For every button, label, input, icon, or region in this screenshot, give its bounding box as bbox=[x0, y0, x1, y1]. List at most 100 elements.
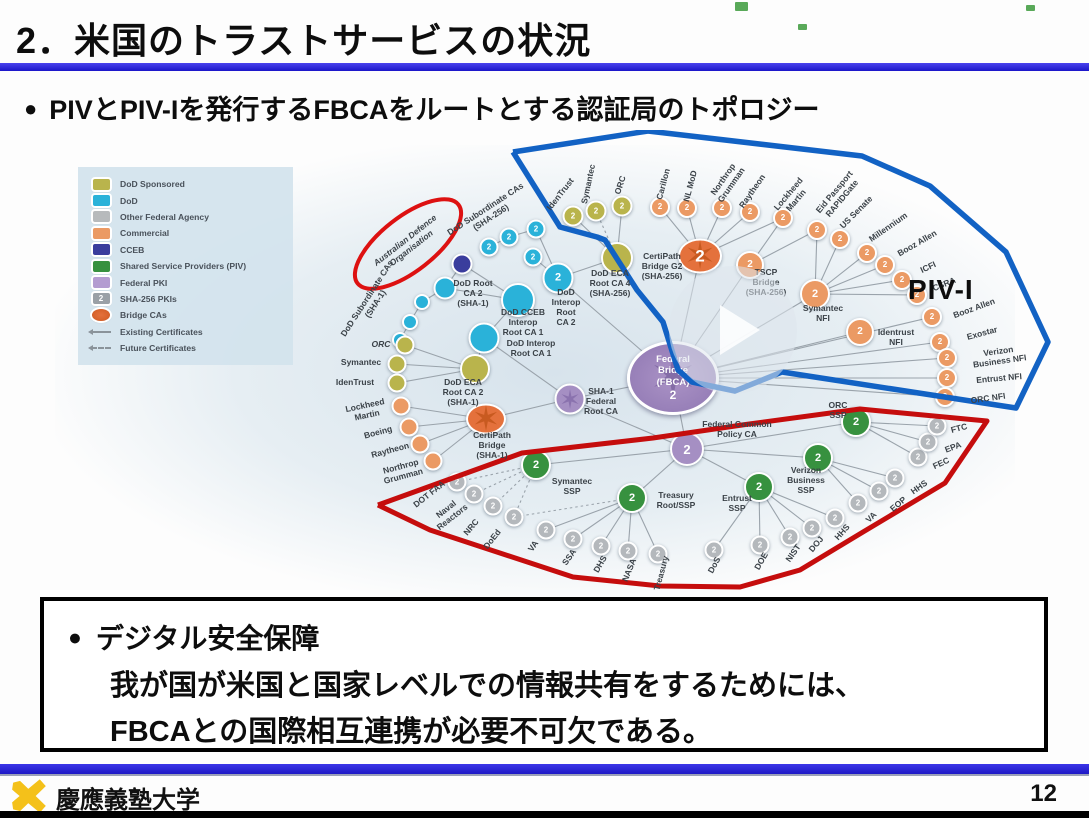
legend-swatch-square bbox=[91, 277, 111, 289]
sha256-badge: 2 bbox=[684, 203, 690, 212]
ca-node-gn: 2 bbox=[803, 443, 833, 473]
sha256-badge: 2 bbox=[747, 259, 753, 270]
legend-item-label: Commercial bbox=[120, 228, 170, 239]
ca-node-or: 2 bbox=[857, 243, 877, 263]
keio-university-logo bbox=[6, 778, 50, 814]
video-play-button[interactable] bbox=[669, 266, 797, 394]
note-line-3: FBCAとの国際相互連携が必要不可欠である。 bbox=[110, 716, 712, 748]
legend-swatch-shape bbox=[92, 211, 110, 223]
sha256-badge: 2 bbox=[486, 242, 492, 251]
sha256-badge: 2 bbox=[711, 545, 717, 554]
legend-item-label: CCEB bbox=[120, 244, 145, 255]
bullet-icon: ● bbox=[68, 624, 82, 650]
sha256-badge: 2 bbox=[490, 501, 496, 510]
legend-swatch-square bbox=[91, 227, 111, 239]
university-name: 慶應義塾大学 bbox=[56, 788, 200, 814]
legend-swatch-shape bbox=[92, 260, 110, 272]
note-heading-line: ● デジタル安全保障 bbox=[68, 617, 1044, 657]
sha256-badge: 2 bbox=[619, 201, 625, 210]
legend-item: Existing Certificates bbox=[88, 324, 287, 340]
piv-region-outline bbox=[376, 406, 990, 590]
letterbox-strip bbox=[0, 811, 1089, 818]
note-line-2: 我が国が米国と国家レベルでの情報共有をするためには、 bbox=[110, 670, 865, 702]
sha256-badge: 2 bbox=[570, 534, 576, 543]
existing-certificate-edge bbox=[814, 291, 918, 299]
future-certificate-edge bbox=[513, 464, 537, 518]
legend-swatch-square bbox=[91, 260, 111, 272]
sha256-badge: 2 bbox=[570, 211, 576, 220]
legend-item-label: Federal PKI bbox=[120, 277, 168, 288]
sha256-badge: 2 bbox=[719, 203, 725, 212]
legend-swatch-square bbox=[91, 244, 111, 256]
australian-defence-annotation-ellipse bbox=[352, 197, 464, 291]
sha256-badge: 2 bbox=[811, 287, 819, 300]
topic-bullet-line: ●PIVとPIV-Iを発行するFBCAをルートとする認証局のトポロジー bbox=[24, 88, 820, 127]
sha256-badge: 2 bbox=[755, 480, 763, 493]
legend-item: DoD Sponsored bbox=[91, 176, 287, 192]
ca-node-ol bbox=[460, 354, 490, 384]
legend-swatch-shape bbox=[88, 345, 111, 352]
fbca-label-line: (FBCA) bbox=[656, 376, 690, 388]
legend-swatch-shape bbox=[92, 277, 110, 289]
sha256-badge: 2 bbox=[506, 232, 512, 241]
sha256-badge: 2 bbox=[533, 224, 539, 233]
existing-certificate-edge bbox=[535, 448, 688, 468]
play-triangle-icon bbox=[720, 305, 760, 355]
note-heading: デジタル安全保障 bbox=[95, 623, 320, 654]
ca-node-gn: 2 bbox=[744, 472, 774, 502]
sha256-badge: 2 bbox=[471, 489, 477, 498]
legend-swatch-shape bbox=[88, 328, 111, 335]
legend-swatch-square bbox=[91, 211, 111, 223]
sha256-badge: 2 bbox=[814, 451, 822, 464]
video-artifact bbox=[798, 24, 807, 30]
ca-node-or: 2 bbox=[800, 279, 830, 309]
legend-item: Federal PKI bbox=[91, 274, 287, 290]
existing-certificate-edge bbox=[686, 419, 857, 450]
legend-swatch-line-dashed bbox=[88, 345, 111, 352]
legend-swatch-shape bbox=[92, 178, 110, 190]
sha256-badge: 2 bbox=[669, 387, 677, 402]
sha256-badge: 2 bbox=[814, 225, 820, 234]
piv-i-region-label: PIV-I bbox=[908, 274, 974, 305]
footer-divider-bar bbox=[0, 764, 1089, 776]
legend-swatch-shape bbox=[92, 227, 110, 239]
future-certificate-edge bbox=[513, 497, 633, 520]
legend-swatch-square bbox=[91, 195, 111, 207]
sha256-badge: 2 bbox=[780, 213, 786, 222]
ca-node-or: 2 bbox=[846, 318, 874, 346]
sha256-badge: 2 bbox=[530, 252, 536, 261]
ca-node-cy bbox=[501, 283, 535, 317]
legend-swatch-line-solid bbox=[88, 328, 111, 335]
legend-item-label: DoD bbox=[120, 195, 138, 206]
legend-swatch-shape: 2 bbox=[92, 293, 110, 305]
sha256-badge: 2 bbox=[543, 525, 549, 534]
summary-note-box: ● デジタル安全保障 我が国が米国と国家レベルでの情報共有をするためには、 FBC… bbox=[40, 597, 1048, 752]
legend-item: Commercial bbox=[91, 225, 287, 241]
slide-title: 2．米国のトラストサービスの状況 bbox=[16, 20, 592, 61]
legend-item: Bridge CAs bbox=[91, 307, 287, 323]
legend-swatch-shape bbox=[92, 244, 110, 256]
legend-item: DoD bbox=[91, 192, 287, 208]
legend-item: Other Federal Agency bbox=[91, 209, 287, 225]
page-number: 12 bbox=[1030, 780, 1057, 807]
sha256-badge: 2 bbox=[852, 415, 860, 428]
topic-bullet-text: PIVとPIV-Iを発行するFBCAをルートとする認証局のトポロジー bbox=[49, 95, 820, 125]
video-artifact bbox=[735, 2, 748, 11]
legend-item-label: Bridge CAs bbox=[120, 310, 167, 321]
legend-item: CCEB bbox=[91, 242, 287, 258]
legend-swatch-shape bbox=[92, 309, 110, 322]
existing-certificate-edge bbox=[569, 398, 688, 450]
legend-item-label: DoD Sponsored bbox=[120, 179, 185, 190]
sha256-badge: 2 bbox=[683, 441, 691, 457]
sha256-badge: 2 bbox=[837, 234, 843, 243]
title-underline-rule bbox=[0, 63, 1089, 71]
legend-swatch-ellipse bbox=[91, 309, 111, 322]
legend-item: Shared Service Providers (PIV) bbox=[91, 258, 287, 274]
sha256-badge: 2 bbox=[657, 202, 663, 211]
sha256-badge: 2 bbox=[857, 326, 863, 337]
sha256-badge: 2 bbox=[598, 541, 604, 550]
